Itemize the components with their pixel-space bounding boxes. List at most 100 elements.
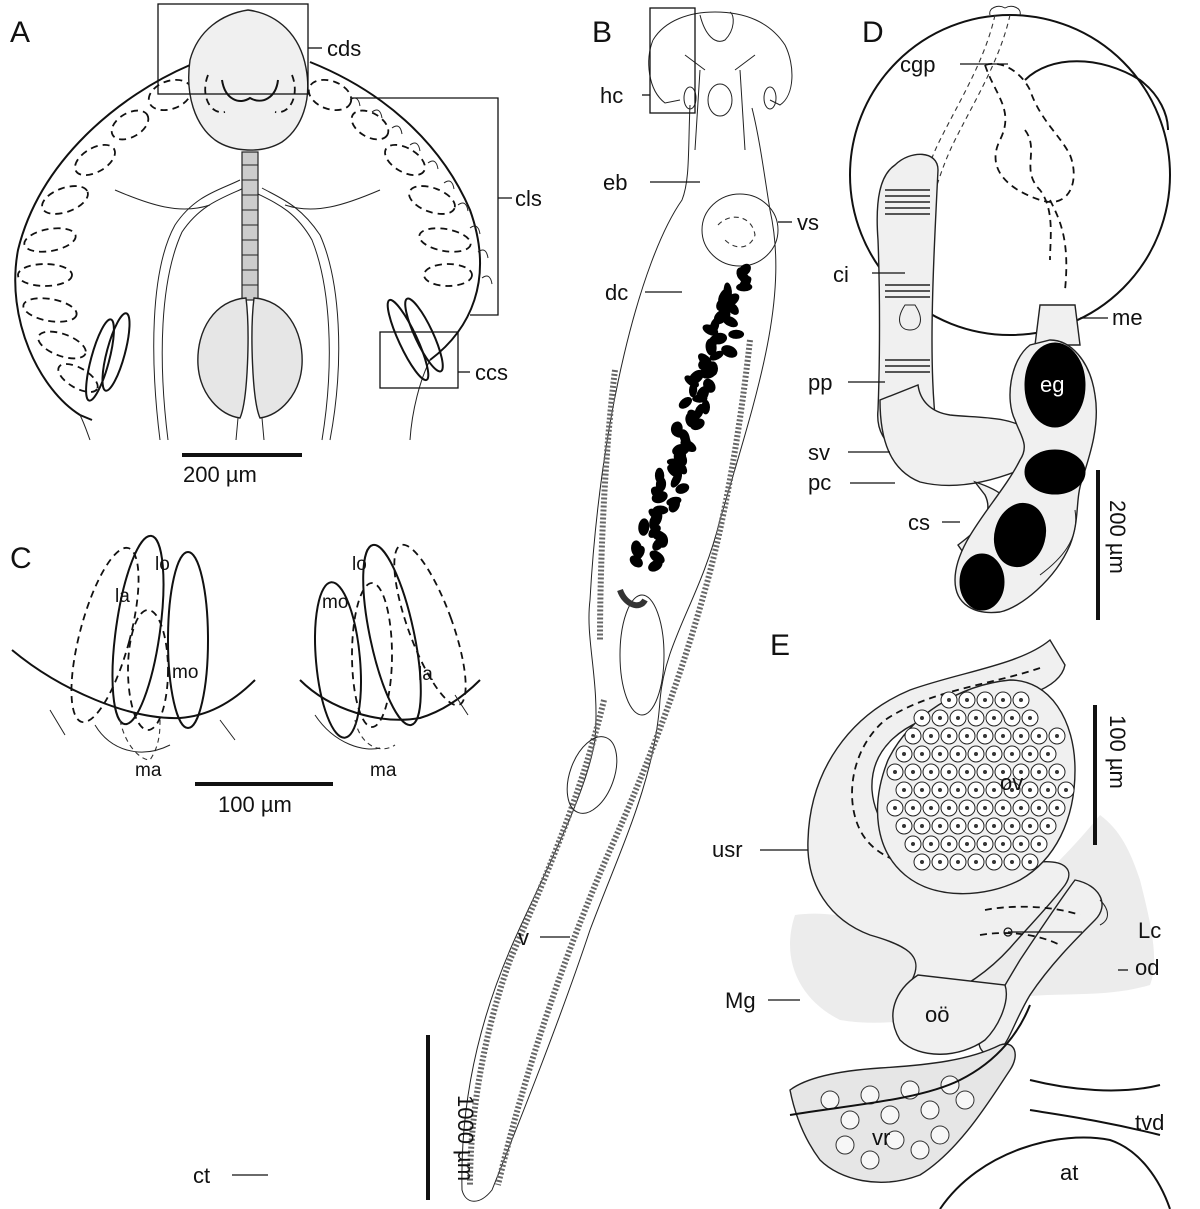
uterine-egg xyxy=(674,459,688,475)
panel-letter-b: B xyxy=(592,16,612,49)
uterine-egg xyxy=(651,491,668,504)
ovary-cell-nucleus xyxy=(893,770,897,774)
label-ct: ct xyxy=(193,1163,210,1188)
ovary-cell-nucleus xyxy=(1028,860,1032,864)
ovary-cell-nucleus xyxy=(1055,806,1059,810)
panel-a-hooks-left xyxy=(85,312,131,402)
ovary-cell-nucleus xyxy=(992,860,996,864)
ovary-cell-nucleus xyxy=(1019,698,1023,702)
panel-b-drawing xyxy=(232,7,793,1202)
panel-a-cls-bracket xyxy=(352,97,512,316)
panel-a-body-outline xyxy=(14,61,481,421)
ovary-cell-nucleus xyxy=(929,770,933,774)
scalebar-d-label: 200 µm xyxy=(1105,500,1130,574)
label-eb: eb xyxy=(603,170,627,195)
uterine-egg xyxy=(699,367,716,379)
uterine-egg xyxy=(648,559,663,572)
ovary-cell-nucleus xyxy=(1019,806,1023,810)
ovary-cell-nucleus xyxy=(1037,734,1041,738)
ovary-cell-nucleus xyxy=(992,752,996,756)
uterine-egg xyxy=(692,394,708,403)
uterine-egg xyxy=(629,555,643,568)
ovary-cell-nucleus xyxy=(1028,824,1032,828)
panel-letter-c: C xyxy=(10,542,32,575)
ovary-cell-nucleus xyxy=(920,788,924,792)
label-ov: ov xyxy=(1000,770,1023,795)
ovary-cell-nucleus xyxy=(929,842,933,846)
ovary-cell-nucleus xyxy=(1010,788,1014,792)
vitelline-cell xyxy=(920,1100,940,1120)
label-ma-left: ma xyxy=(135,760,162,781)
ovary-cell-nucleus xyxy=(965,734,969,738)
label-hc: hc xyxy=(600,83,623,108)
ovary-cell-nucleus xyxy=(929,806,933,810)
ovary-cell-nucleus xyxy=(1064,788,1068,792)
panel-letter-d: D xyxy=(862,16,884,49)
ovary-cell-nucleus xyxy=(920,824,924,828)
ovary-cell-nucleus xyxy=(992,716,996,720)
uterine-egg xyxy=(721,345,738,358)
ovary-cell-nucleus xyxy=(1046,752,1050,756)
ovary-cell-nucleus xyxy=(938,788,942,792)
panel-c-drawing xyxy=(11,534,481,786)
uterine-egg xyxy=(670,472,682,488)
ovary-cell-nucleus xyxy=(983,734,987,738)
uterine-egg xyxy=(678,397,693,409)
label-at: at xyxy=(1060,1160,1078,1185)
ovary-cell-nucleus xyxy=(947,806,951,810)
ovary-cell-nucleus xyxy=(920,752,924,756)
ovary-cell-nucleus xyxy=(902,788,906,792)
ovary-cell-nucleus xyxy=(920,860,924,864)
ovary-cell-nucleus xyxy=(1001,842,1005,846)
label-cs: cs xyxy=(908,510,930,535)
ovary-cell-nucleus xyxy=(1019,842,1023,846)
ovary-cell-nucleus xyxy=(1037,842,1041,846)
panel-b-testis xyxy=(619,594,665,716)
ovary-cell-nucleus xyxy=(938,860,942,864)
panel-e-ovary-cells xyxy=(886,691,1075,871)
ovary-cell-nucleus xyxy=(911,806,915,810)
panel-d-egg-2 xyxy=(1024,449,1086,495)
uterine-egg xyxy=(722,315,738,328)
ovary-cell-nucleus xyxy=(974,824,978,828)
panel-b-seminal-vesicle xyxy=(701,193,779,267)
uterine-egg xyxy=(690,418,705,431)
ovary-cell-nucleus xyxy=(965,770,969,774)
ovary-cell-nucleus xyxy=(1028,752,1032,756)
panel-a-bulb-right xyxy=(251,297,303,419)
label-pc: pc xyxy=(808,470,831,495)
ovary-cell-nucleus xyxy=(992,824,996,828)
label-sv: sv xyxy=(808,440,830,465)
label-v: v xyxy=(518,925,529,950)
ovary-cell-nucleus xyxy=(1010,860,1014,864)
label-pp: pp xyxy=(808,370,832,395)
ovary-cell-nucleus xyxy=(974,752,978,756)
vitelline-cell xyxy=(860,1150,880,1170)
ovary-cell-nucleus xyxy=(938,824,942,828)
ovary-cell-nucleus xyxy=(965,698,969,702)
ovary-cell-nucleus xyxy=(956,716,960,720)
ovary-cell-nucleus xyxy=(947,842,951,846)
uterine-egg xyxy=(705,338,717,356)
panel-d-egg-3 xyxy=(993,502,1047,568)
label-od: od xyxy=(1135,955,1159,980)
vitelline-cell xyxy=(885,1130,905,1150)
label-lo-right: lo xyxy=(352,554,367,575)
panel-a-drawing xyxy=(14,3,512,457)
label-cds: cds xyxy=(327,36,361,61)
uterine-egg xyxy=(638,518,650,536)
panel-b-body-outline xyxy=(461,104,777,1202)
uterine-egg xyxy=(736,282,753,292)
panel-d-drawing xyxy=(848,5,1171,620)
ovary-cell-nucleus xyxy=(1046,788,1050,792)
ovary-cell-nucleus xyxy=(956,752,960,756)
ovary-cell-nucleus xyxy=(947,698,951,702)
label-la-left: la xyxy=(115,586,130,607)
label-vs: vs xyxy=(797,210,819,235)
panel-a-ccs-box xyxy=(379,331,459,389)
ovary-cell-nucleus xyxy=(1001,806,1005,810)
panel-letter-e: E xyxy=(770,629,790,662)
vitelline-cell xyxy=(910,1140,930,1160)
ovary-cell-nucleus xyxy=(938,752,942,756)
uterine-egg xyxy=(668,498,680,513)
